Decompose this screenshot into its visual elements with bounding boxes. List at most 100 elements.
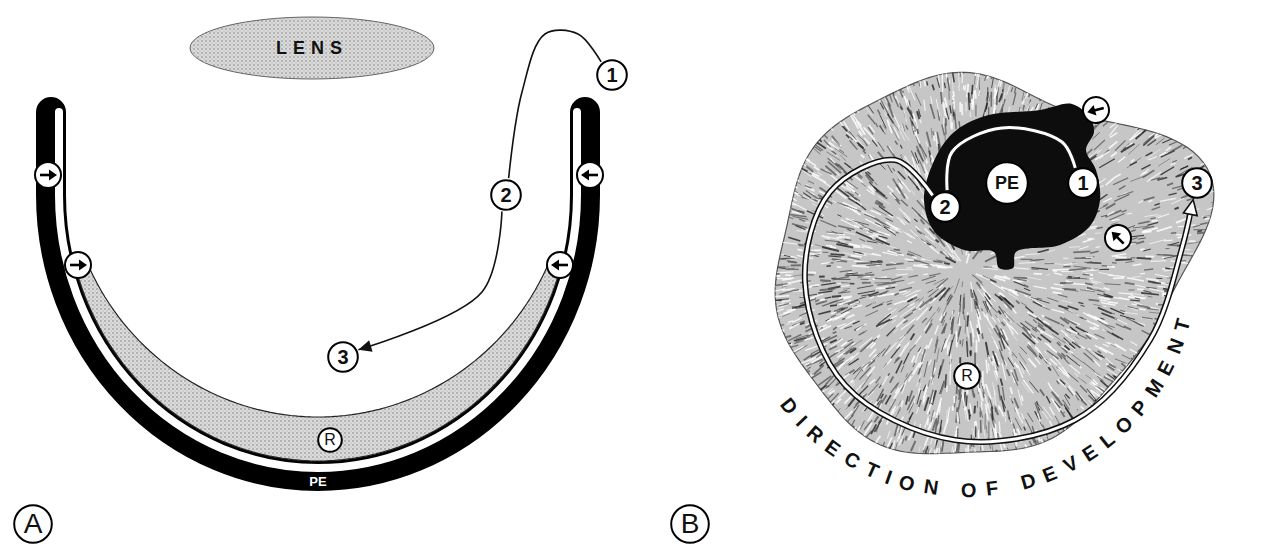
fibre-streak (927, 448, 931, 460)
fibre-streak (1114, 376, 1118, 379)
fibre-streak (931, 96, 933, 104)
fibre-streak (888, 308, 892, 310)
fibre-streak (822, 236, 839, 240)
fibre-streak (856, 202, 866, 210)
fibre-streak (1187, 242, 1200, 244)
fibre-streak (918, 297, 923, 302)
fibre-streak (886, 287, 895, 288)
fibre-streak (838, 226, 854, 230)
fibre-streak (874, 338, 878, 342)
fibre-streak (1011, 87, 1013, 92)
fibre-streak (1114, 298, 1130, 300)
fibre-streak (1051, 387, 1059, 396)
fibre-streak (977, 386, 978, 394)
fibre-streak (1147, 222, 1158, 225)
fibre-streak (899, 332, 908, 340)
arrow-marker-ring (577, 162, 603, 188)
fibre-streak (818, 311, 830, 314)
fibre-streak (895, 293, 899, 295)
fibre-streak (1083, 313, 1097, 321)
fibre-streak (926, 170, 929, 176)
fibre-streak (1154, 203, 1159, 205)
fibre-streak (912, 121, 916, 132)
fibre-streak (929, 307, 932, 311)
fibre-streak (947, 345, 949, 354)
fibre-streak (836, 399, 841, 404)
fibre-streak (1080, 290, 1095, 292)
fibre-streak (1100, 299, 1107, 301)
fibre-streak (836, 172, 840, 175)
fibre-streak (1078, 377, 1087, 384)
fibre-streak (1106, 203, 1116, 209)
fibre-streak (874, 187, 885, 196)
fibre-streak (792, 318, 801, 322)
fibre-streak (1052, 268, 1069, 270)
fibre-streak (975, 426, 976, 437)
fibre-streak (998, 405, 1000, 409)
fibre-streak (871, 217, 884, 224)
fibre-streak (989, 328, 992, 333)
fibre-streak (936, 132, 938, 146)
fibre-streak (970, 445, 971, 449)
fibre-streak (911, 151, 919, 167)
fibre-streak (868, 115, 876, 124)
fibre-streak (1025, 423, 1027, 427)
fibre-streak (1135, 125, 1141, 130)
fibre-streak (896, 274, 908, 275)
fibre-streak (846, 186, 861, 196)
fibre-streak (973, 329, 974, 343)
fibre-streak (1014, 398, 1018, 408)
fibre-streak (771, 332, 783, 337)
fibre-streak (797, 249, 802, 250)
fibre-streak (917, 231, 921, 234)
fibre-streak (1131, 230, 1135, 232)
fibre-streak (783, 182, 797, 188)
fibre-streak (844, 163, 850, 168)
fibre-streak (991, 74, 992, 79)
fibre-streak (808, 181, 814, 184)
fibre-streak (1125, 261, 1134, 263)
fibre-streak (1111, 152, 1117, 156)
fibre-streak (1148, 281, 1161, 283)
fibre-streak (844, 121, 850, 131)
fibre-streak (1112, 254, 1127, 256)
fibre-streak (912, 309, 916, 311)
fibre-streak (958, 313, 960, 326)
fibre-streak (1053, 292, 1062, 293)
fibre-streak (888, 89, 892, 102)
fibre-streak (785, 216, 793, 219)
fibre-streak (793, 186, 798, 188)
fibre-streak (892, 440, 895, 452)
fibre-streak (904, 80, 910, 93)
fibre-streak (862, 282, 871, 284)
fibre-streak (1055, 99, 1058, 106)
fibre-streak (994, 370, 997, 380)
fibre-streak (963, 59, 965, 74)
fibre-streak (1013, 93, 1016, 106)
fibre-streak (939, 420, 942, 436)
fibre-streak (861, 183, 866, 187)
fibre-streak (910, 230, 921, 240)
fibre-streak (958, 86, 960, 91)
fibre-streak (1110, 120, 1120, 128)
fibre-streak (936, 278, 947, 288)
fibre-streak (954, 396, 956, 407)
fibre-streak (978, 386, 979, 392)
fibre-streak (1020, 323, 1030, 331)
fibre-streak (805, 186, 812, 188)
fibre-streak (886, 245, 897, 248)
fibre-streak (1115, 344, 1126, 351)
fibre-streak (786, 323, 790, 324)
fibre-streak (1116, 324, 1125, 328)
fibre-streak (1097, 351, 1101, 353)
fibre-streak (975, 68, 976, 84)
fibre-streak (915, 93, 921, 106)
fibre-streak (854, 225, 859, 228)
fibre-streak (864, 214, 879, 220)
fibre-streak (927, 81, 928, 85)
fibre-streak (986, 360, 987, 374)
fibre-streak (890, 376, 893, 382)
fibre-streak (938, 366, 941, 379)
fibre-streak (851, 256, 862, 257)
fibre-streak (1061, 324, 1065, 326)
